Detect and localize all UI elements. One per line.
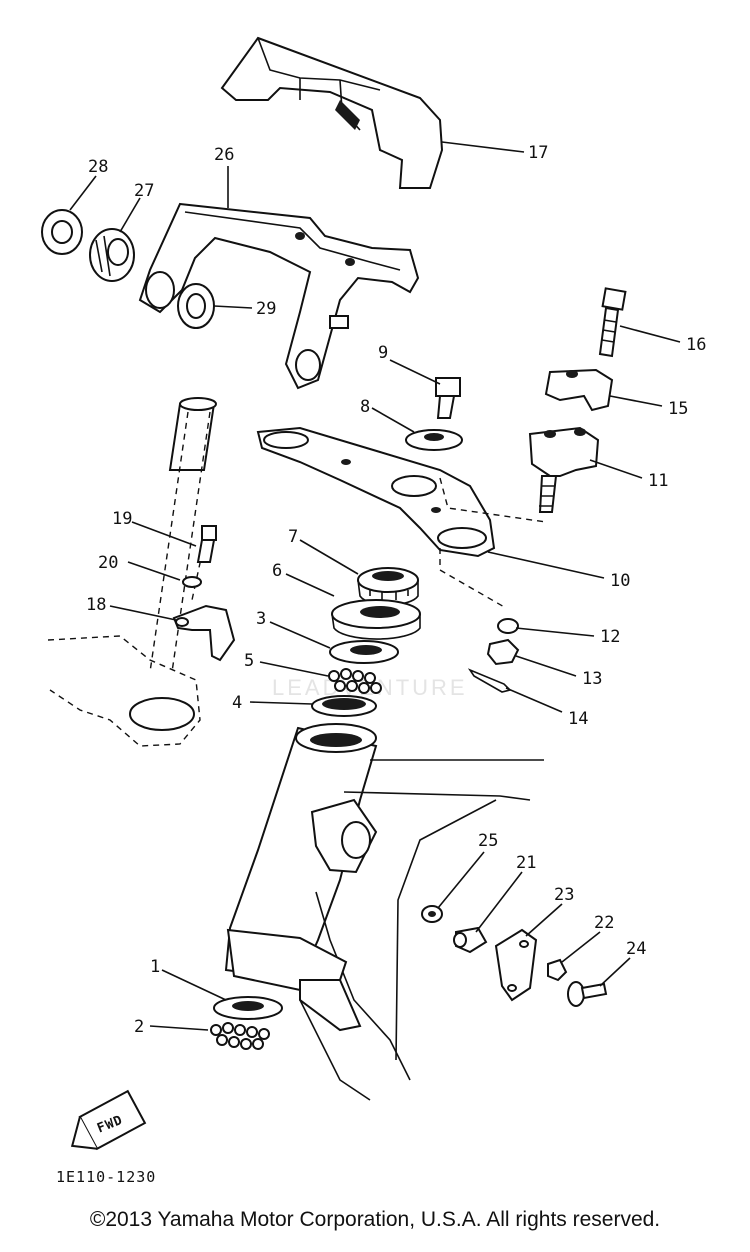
part-26-bracket (138, 202, 420, 390)
part-25-screw (421, 905, 443, 923)
callout-9: 9 (378, 343, 388, 363)
callout-24: 24 (626, 939, 646, 959)
part-28-collar (41, 209, 83, 255)
part-15-holder-cap (544, 368, 614, 412)
callout-29: 29 (256, 299, 276, 319)
part-29-washer (177, 283, 215, 329)
callout-23: 23 (554, 885, 574, 905)
callout-1: 1 (150, 957, 160, 977)
part-10-handle-crown (256, 426, 496, 558)
callout-3: 3 (256, 609, 266, 629)
frame-head-pipe (224, 723, 544, 1101)
callout-labels: 17 26 28 27 29 16 15 9 8 11 10 12 13 14 … (86, 143, 706, 1037)
callout-21: 21 (516, 853, 536, 873)
steering-shaft (168, 397, 217, 471)
callout-14: 14 (568, 709, 588, 729)
copyright-notice: ©2013 Yamaha Motor Corporation, U.S.A. A… (89, 1208, 661, 1231)
part-21-switch (453, 926, 488, 954)
callout-2: 2 (134, 1017, 144, 1037)
part-18-clamp (172, 604, 236, 662)
callout-16: 16 (686, 335, 706, 355)
callout-19: 19 (112, 509, 132, 529)
part-4-bearing-race (311, 695, 377, 717)
fwd-arrow: FWD (70, 1089, 147, 1151)
part-16-bolt (598, 287, 627, 358)
part-11-handlebar-holder (528, 426, 600, 513)
callout-27: 27 (134, 181, 154, 201)
callout-28: 28 (88, 157, 108, 177)
part-24-screw (567, 981, 608, 1007)
lower-crown-outline (47, 635, 201, 747)
part-6-bearing-cover (331, 599, 421, 640)
callout-26: 26 (214, 145, 234, 165)
reference-code: 1E110-1230 (56, 1168, 156, 1186)
part-2-balls (210, 1022, 270, 1050)
part-8-washer (405, 429, 463, 451)
part-20-washer (182, 576, 202, 588)
part-1-bearing-race (213, 996, 283, 1020)
callout-8: 8 (360, 397, 370, 417)
part-12-washer (497, 618, 519, 634)
part-23-plate (494, 928, 538, 1002)
part-14-cotter-pin (467, 668, 512, 693)
part-9-bolt (435, 377, 461, 419)
callout-22: 22 (594, 913, 614, 933)
callout-17: 17 (528, 143, 548, 163)
part-17-cover (220, 36, 444, 189)
part-22-nut (547, 958, 568, 982)
part-3-bearing-race (329, 640, 399, 664)
callout-13: 13 (582, 669, 602, 689)
leader-lines (69, 141, 681, 1031)
part-13-nut (486, 638, 520, 666)
callout-7: 7 (288, 527, 298, 547)
callout-10: 10 (610, 571, 630, 591)
callout-25: 25 (478, 831, 498, 851)
part-5-balls (328, 668, 382, 694)
part-27-grommet (89, 228, 135, 282)
callout-18: 18 (86, 595, 106, 615)
callout-6: 6 (272, 561, 282, 581)
assembly-dash-lines (149, 411, 547, 673)
callout-4: 4 (232, 693, 242, 713)
callout-5: 5 (244, 651, 254, 671)
callout-11: 11 (648, 471, 668, 491)
parts-diagram: LEADVENTURE (41, 36, 706, 1186)
callout-15: 15 (668, 399, 688, 419)
callout-20: 20 (98, 553, 118, 573)
callout-12: 12 (600, 627, 620, 647)
part-19-bolt (196, 525, 217, 563)
